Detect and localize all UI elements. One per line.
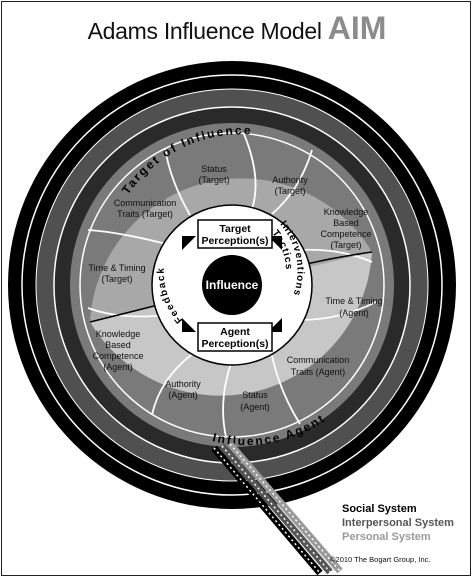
segment-text: Competence [320, 229, 371, 239]
target-perception-box [197, 219, 273, 249]
segment-text: (Target) [274, 186, 305, 196]
segment-dividers [87, 133, 377, 438]
segment-text: Authority [272, 175, 308, 185]
segment-authority-target: Authority (Target) [272, 175, 308, 196]
legend-interpersonal-label: Interpersonal System [342, 517, 454, 529]
segment-text: Based [105, 340, 131, 350]
agent-box-line1: Agent [220, 326, 250, 338]
segment-labels: Status (Target) Authority (Target) Knowl… [88, 164, 382, 412]
ring-separator [21, 74, 443, 496]
influence-core [202, 255, 262, 315]
segment-text: Communication [287, 355, 350, 365]
segment-knowledge-target: Knowledge Based Competence (Target) [320, 207, 371, 250]
agent-box-line2: Perception(s) [201, 338, 268, 350]
legend-interpersonal: Interpersonal System [342, 517, 454, 529]
segment-knowledge-agent: Knowledge Based Competence (Agent) [92, 329, 143, 372]
segment-text: (Agent) [168, 390, 198, 400]
segment-communication-agent: Communication Traits (Agent) [287, 355, 350, 377]
target-box-line1: Target [219, 223, 251, 235]
segment-text: Time & Timing [325, 296, 382, 306]
cable-interpersonal [219, 443, 333, 575]
cable-social-dots [213, 447, 321, 574]
copyright: ©2010 The Bogart Group, Inc. [330, 555, 431, 564]
segment-text: (Agent) [339, 308, 369, 318]
segment-text: Knowledge [96, 329, 141, 339]
segment-time-target: Time & Timing (Target) [88, 263, 145, 284]
legend-personal-label: Personal System [342, 531, 431, 543]
cable-personal-dots [229, 443, 341, 572]
segment-text: Status [242, 390, 268, 400]
segment-communication-target: Communication Traits (Target) [114, 198, 177, 219]
target-box-line2: Perception(s) [201, 235, 268, 247]
legend-personal: Personal System [342, 531, 431, 543]
center-label: Influence [206, 278, 259, 292]
segment-status-target: Status (Target) [198, 164, 229, 185]
segment-text: (Agent) [103, 362, 133, 372]
segment-text: (Target) [198, 175, 229, 185]
segment-text: (Target) [330, 240, 361, 250]
segment-text: Based [333, 218, 359, 228]
segment-text: Traits (Target) [117, 209, 173, 219]
arrow-upper-left [182, 236, 196, 250]
arrow-lower-left [182, 318, 196, 332]
segment-text: (Target) [101, 274, 132, 284]
segment-time-agent: Time & Timing (Agent) [325, 296, 382, 318]
segment-text: Knowledge [324, 207, 369, 217]
system-cables [211, 441, 343, 576]
segment-text: Status [201, 164, 227, 174]
segment-text: Communication [114, 198, 177, 208]
segment-text: Traits (Agent) [291, 367, 345, 377]
segment-authority-agent: Authority (Agent) [165, 379, 201, 400]
segment-text: Time & Timing [88, 263, 145, 273]
ring-edge [35, 88, 429, 482]
segment-text: Competence [92, 351, 143, 361]
segment-status-agent: Status (Agent) [240, 390, 270, 412]
agent-perception-box [197, 322, 273, 352]
title-acronym: AIM [327, 10, 387, 46]
legend-social: Social System [342, 503, 417, 515]
legend-social-label: Social System [342, 503, 417, 515]
segment-text: (Agent) [240, 402, 270, 412]
segment-edge [79, 132, 385, 438]
title-main: Adams Influence Model [87, 18, 322, 44]
segment-text: Authority [165, 379, 201, 389]
